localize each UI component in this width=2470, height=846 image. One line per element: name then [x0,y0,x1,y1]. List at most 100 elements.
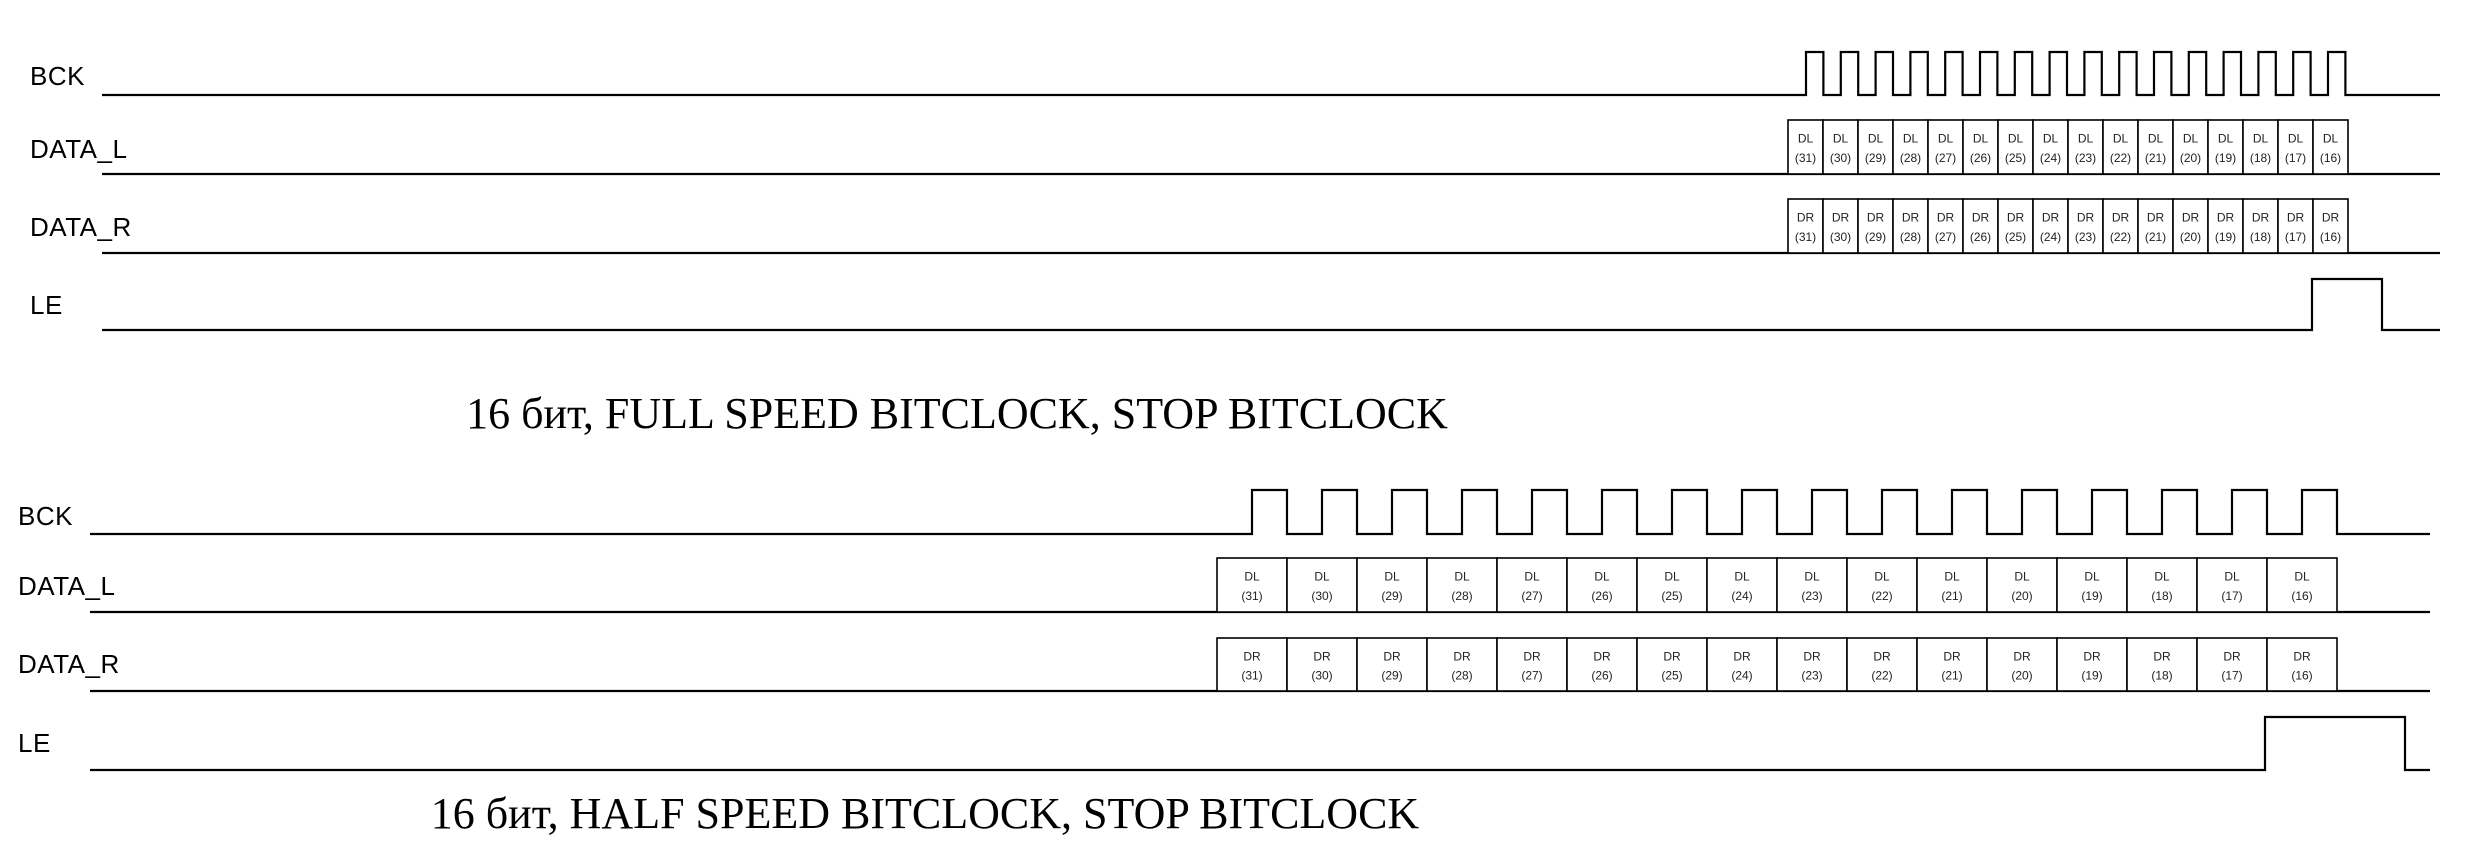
data-bit-cell [2056,557,2128,613]
data-bit-cell [2266,557,2338,613]
data-bit-index: (27) [1935,230,1956,244]
data-bit-index: (16) [2291,668,2312,682]
data-bit-name: DR [1803,649,1821,663]
data-bit-index: (16) [2320,151,2341,165]
data-bit-index: (21) [2145,151,2166,165]
data-bit-index: (26) [1970,230,1991,244]
data-bit-cell [2312,198,2349,254]
timing-panel-half-speed: BCK DATA_L DATA_R LE DL(31)DL(30)DL(29)D… [18,488,2430,838]
data-bit-cell [1846,637,1918,692]
data-bit-index: (25) [1661,589,1682,603]
data-bit-name: DR [1867,211,1885,225]
data-bit-cell [1846,557,1918,613]
data-bit-name: DR [1832,211,1850,225]
data-bit-index: (17) [2221,589,2242,603]
data-bit-index: (30) [1311,589,1332,603]
data-bit-cell [1636,637,1708,692]
data-bit-index: (20) [2011,668,2032,682]
data-bit-name: DL [1804,570,1820,584]
data-bit-index: (24) [1731,668,1752,682]
data-bit-cell [1997,198,2034,254]
data-bit-cell [1706,557,1778,613]
data-bit-index: (19) [2215,151,2236,165]
data-bit-name: DL [2288,132,2304,146]
data-bit-cell [2137,119,2174,175]
data-bit-index: (24) [1731,589,1752,603]
data-bit-index: (25) [1661,668,1682,682]
data-bit-name: DL [1938,132,1954,146]
data-bit-name: DL [1903,132,1919,146]
data-bit-cell [1776,557,1848,613]
data-bit-cell [1892,119,1929,175]
data-bit-index: (21) [2145,230,2166,244]
data-bit-cell [1927,119,1964,175]
data-bit-name: DL [2008,132,2024,146]
data-bit-index: (28) [1900,151,1921,165]
data-bit-cell [2277,198,2314,254]
data-bit-name: DR [1797,211,1815,225]
data-bit-cell [1566,637,1638,692]
data-bit-index: (30) [1830,230,1851,244]
timing-panel-full-speed: BCK DATA_L DATA_R LE DL(31)DL(30)DL(29)D… [30,50,2440,438]
data-bit-cell [2102,198,2139,254]
data-bit-index: (29) [1865,230,1886,244]
data-bit-index: (27) [1935,151,1956,165]
data-bit-name: DR [2077,211,2095,225]
data-bit-cell [2242,198,2279,254]
data-bit-name: DL [1874,570,1890,584]
data-bit-cell [1286,637,1358,692]
data-bit-name: DR [2013,649,2031,663]
data-bit-cell [2207,198,2244,254]
data-bit-name: DR [2217,211,2235,225]
data-bit-cell [2196,557,2268,613]
data-bit-name: DR [1243,649,1261,663]
data-bit-cell [1927,198,1964,254]
data-bit-cell [1216,557,1288,613]
data-bit-cell [1496,557,1568,613]
data-bit-name: DR [1902,211,1920,225]
data-bit-name: DL [1944,570,1960,584]
data-bit-cell [1356,637,1428,692]
data-r-cells: DR(31)DR(30)DR(29)DR(28)DR(27)DR(26)DR(2… [1787,198,2349,254]
data-bit-name: DR [2083,649,2101,663]
data-bit-name: DR [2252,211,2270,225]
data-bit-name: DL [1384,570,1400,584]
data-bit-index: (26) [1591,589,1612,603]
data-bit-cell [1857,198,1894,254]
data-bit-name: DR [1313,649,1331,663]
bck-waveform [90,488,2430,536]
data-bit-name: DL [1594,570,1610,584]
data-bit-cell [2172,198,2209,254]
data-bit-name: DL [2154,570,2170,584]
data-bit-index: (23) [2075,151,2096,165]
data-bit-name: DL [1973,132,1989,146]
data-bit-name: DL [2148,132,2164,146]
data-bit-cell [2032,119,2069,175]
data-bit-name: DL [2014,570,2030,584]
data-bit-index: (28) [1451,589,1472,603]
data-bit-cell [1216,637,1288,692]
data-bit-cell [1986,637,2058,692]
data-bit-name: DL [1524,570,1540,584]
data-bit-name: DR [2223,649,2241,663]
data-bit-name: DR [1943,649,1961,663]
data-bit-name: DR [1453,649,1471,663]
le-waveform [102,277,2440,332]
data-bit-name: DR [2007,211,2025,225]
data-bit-index: (16) [2320,230,2341,244]
signal-label-data-l: DATA_L [18,571,115,601]
data-bit-index: (29) [1865,151,1886,165]
data-bit-cell [2067,198,2104,254]
data-bit-name: DR [1937,211,1955,225]
data-r-cells: DR(31)DR(30)DR(29)DR(28)DR(27)DR(26)DR(2… [1216,637,2338,692]
data-bit-name: DR [2293,649,2311,663]
data-bit-index: (21) [1941,668,1962,682]
bck-waveform [102,50,2440,97]
data-bit-name: DL [1798,132,1814,146]
data-bit-cell [2137,198,2174,254]
data-bit-name: DR [1383,649,1401,663]
data-bit-cell [1426,557,1498,613]
data-bit-index: (27) [1521,589,1542,603]
data-bit-name: DL [2253,132,2269,146]
data-bit-name: DL [2183,132,2199,146]
